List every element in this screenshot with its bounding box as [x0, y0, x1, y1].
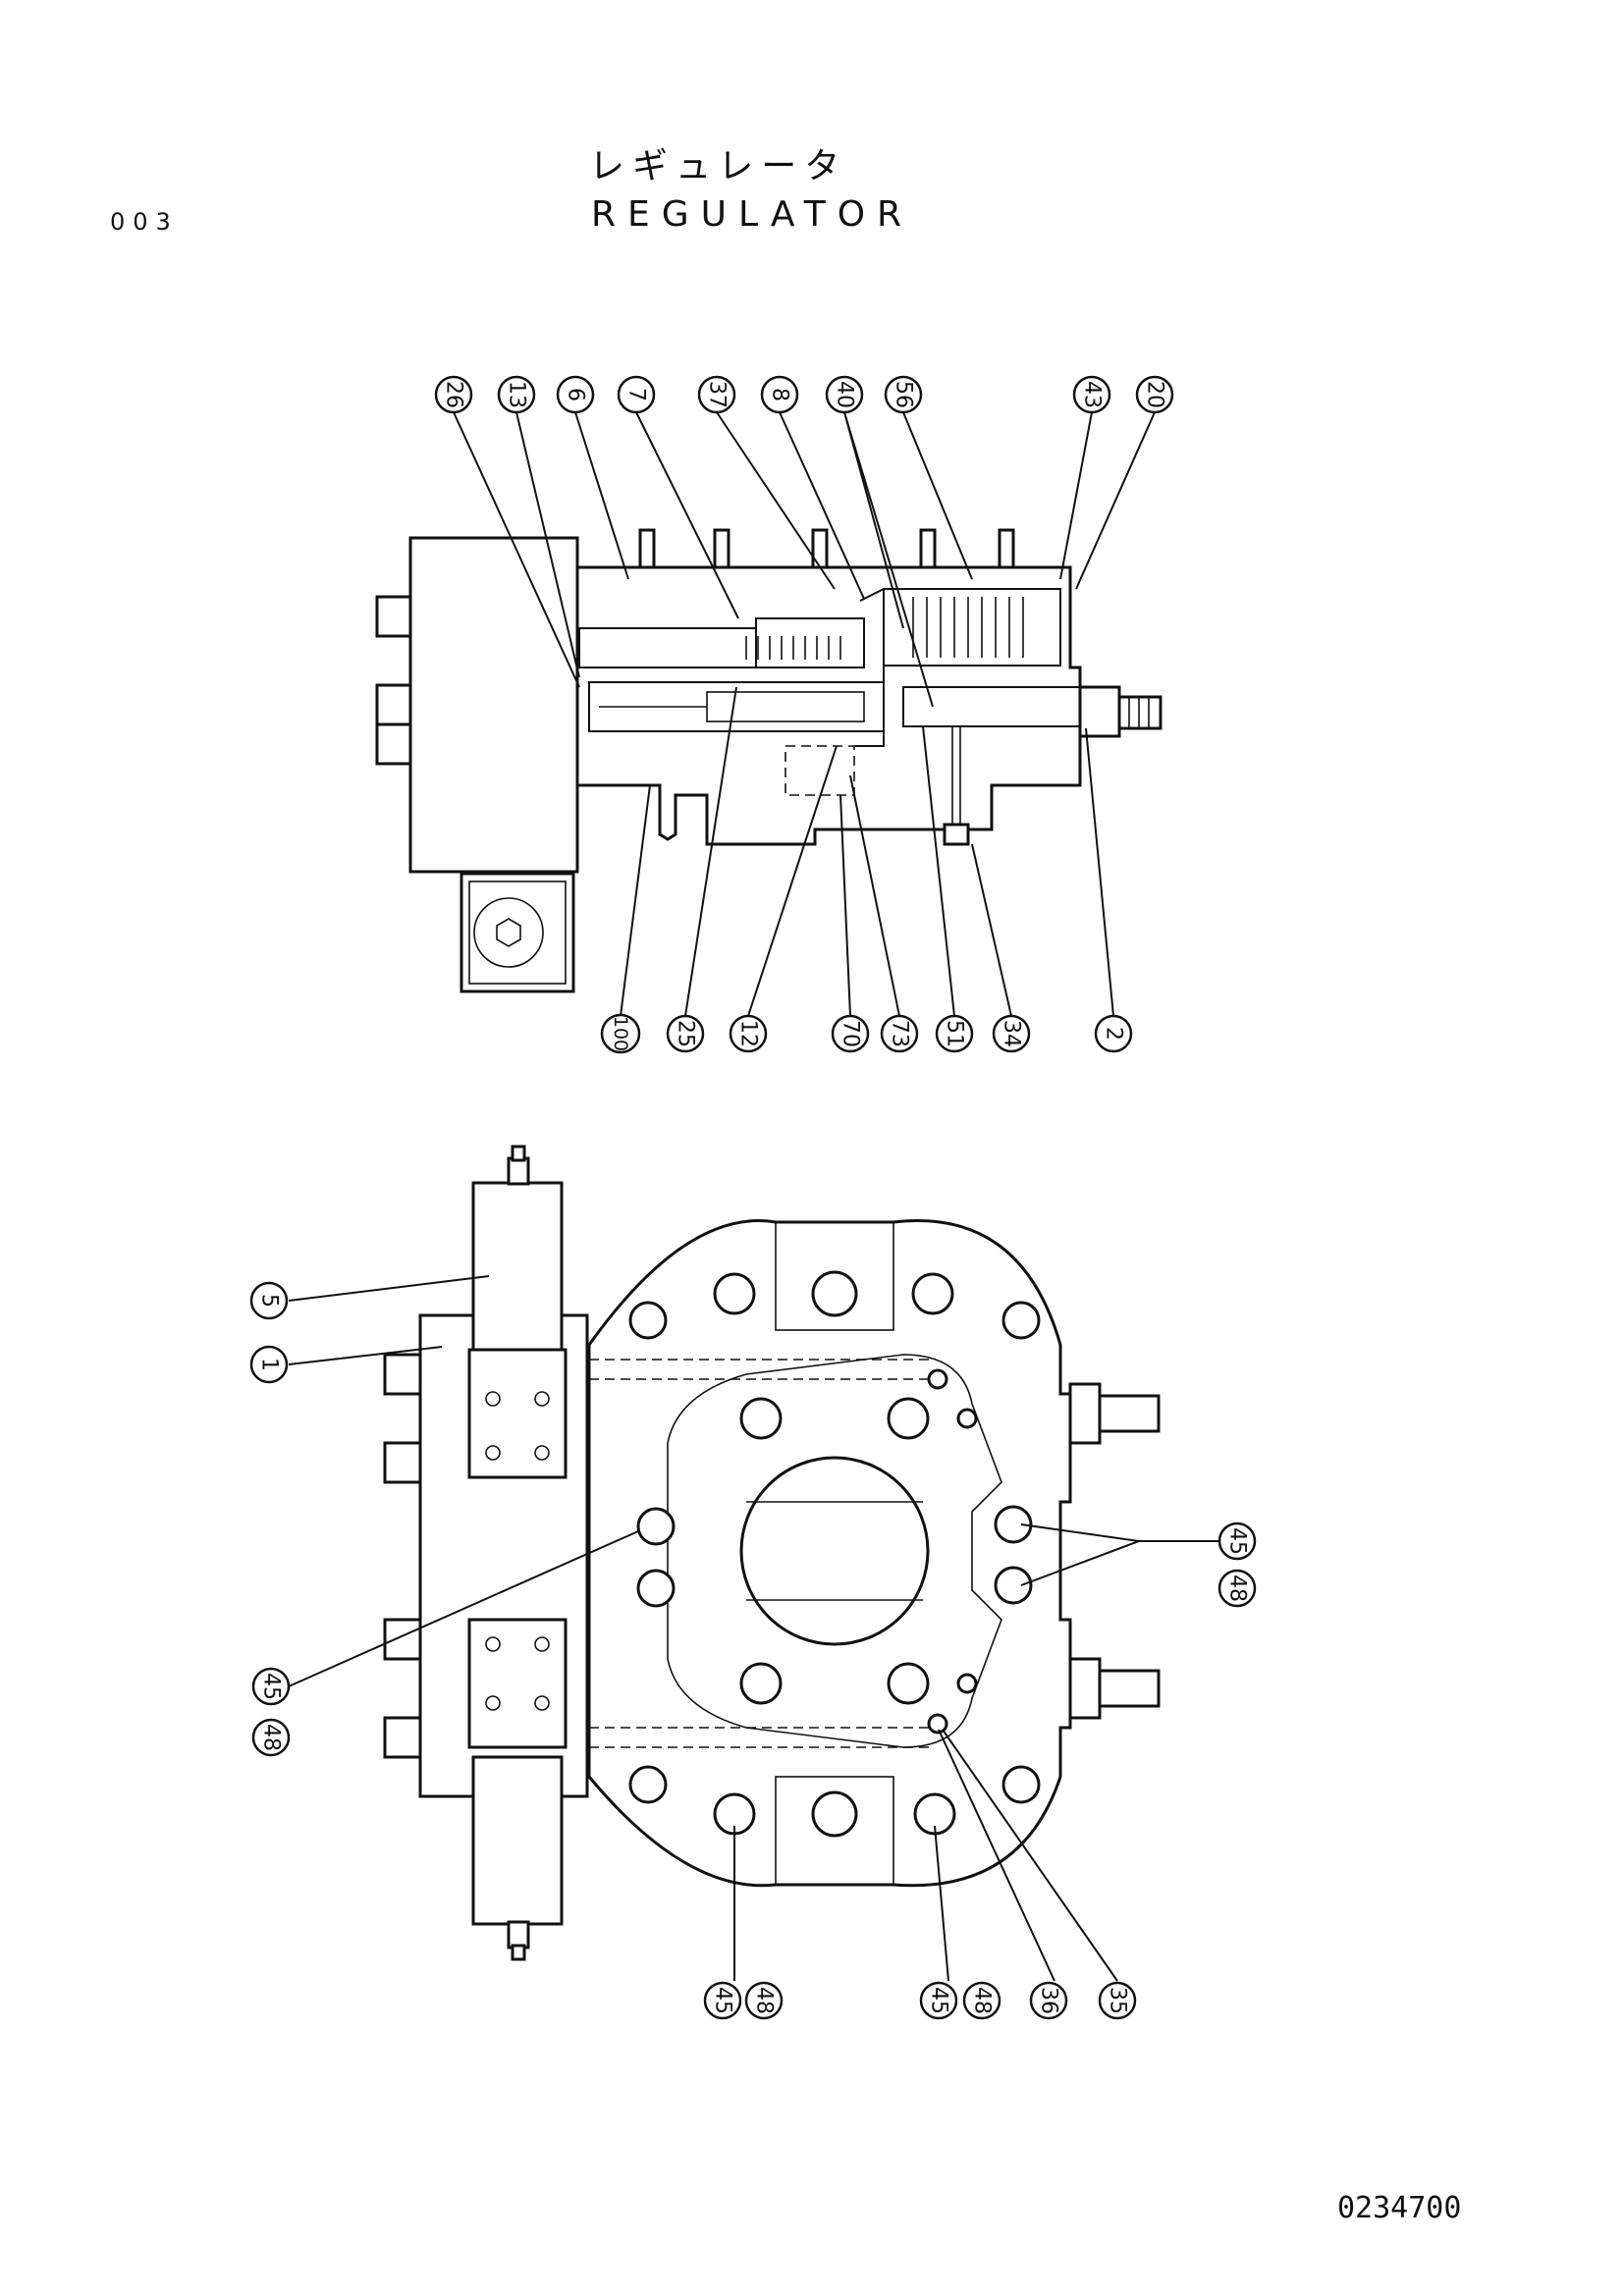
callout-36: 36 — [1029, 1981, 1068, 2020]
svg-text:8: 8 — [768, 388, 792, 401]
callout-bottom-45b: 45 — [919, 1981, 958, 2020]
lower-housing — [460, 872, 575, 993]
solenoid-block — [408, 536, 579, 874]
svg-text:34: 34 — [1000, 1020, 1024, 1047]
svg-text:40: 40 — [833, 381, 857, 408]
title-english: REGULATOR — [591, 194, 914, 235]
svg-text:5: 5 — [257, 1294, 282, 1308]
callout-bottom-48b: 48 — [962, 1981, 1001, 2020]
svg-text:48: 48 — [1225, 1575, 1250, 1602]
section-view — [375, 528, 1163, 993]
svg-text:48: 48 — [970, 1987, 995, 2014]
callout-left-48: 48 — [251, 1718, 291, 1757]
callout-37: 37 — [697, 375, 736, 414]
svg-text:13: 13 — [505, 381, 529, 408]
svg-text:51: 51 — [943, 1020, 967, 1047]
svg-text:45: 45 — [927, 1987, 951, 2014]
hub — [667, 1354, 1002, 1748]
plan-callouts: 5 1 45 48 45 48 45 48 45 48 36 35 — [249, 1281, 1257, 2020]
callout-8: 8 — [760, 375, 799, 414]
svg-text:70: 70 — [839, 1020, 863, 1047]
svg-text:25: 25 — [674, 1020, 698, 1047]
callout-right-45: 45 — [1217, 1522, 1257, 1561]
callout-40: 40 — [825, 375, 864, 414]
callout-26: 26 — [434, 375, 473, 414]
section-leaders — [453, 411, 1156, 1017]
page-number: 003 — [110, 208, 179, 236]
callout-bottom-45a: 45 — [703, 1981, 742, 2020]
svg-text:43: 43 — [1080, 381, 1105, 408]
callout-56: 56 — [884, 375, 923, 414]
callout-right-48: 48 — [1217, 1569, 1257, 1608]
callout-43: 43 — [1072, 375, 1111, 414]
callout-100: 100 — [600, 1013, 641, 1054]
callout-20: 20 — [1135, 375, 1174, 414]
solenoid-upper — [471, 1181, 564, 1352]
svg-text:48: 48 — [259, 1724, 284, 1751]
callout-5: 5 — [249, 1281, 289, 1320]
callout-left-45: 45 — [251, 1667, 291, 1706]
document-id: 0234700 — [1337, 2191, 1462, 2225]
center-bore — [739, 1456, 930, 1646]
callout-34: 34 — [992, 1014, 1031, 1053]
svg-text:45: 45 — [711, 1987, 735, 2014]
callout-12: 12 — [729, 1014, 768, 1053]
svg-text:37: 37 — [705, 381, 730, 408]
hex-nut — [496, 918, 521, 947]
svg-text:100: 100 — [610, 1016, 631, 1051]
svg-text:45: 45 — [259, 1673, 284, 1700]
callout-6: 6 — [556, 375, 595, 414]
callout-70: 70 — [831, 1014, 870, 1053]
svg-text:48: 48 — [752, 1987, 777, 2014]
svg-text:26: 26 — [442, 381, 466, 408]
svg-text:1: 1 — [257, 1358, 282, 1371]
svg-text:6: 6 — [564, 388, 588, 401]
svg-text:2: 2 — [1102, 1027, 1126, 1041]
callout-13: 13 — [497, 375, 536, 414]
solenoid-lower — [471, 1755, 564, 1926]
cover-plate-lower — [467, 1618, 568, 1749]
svg-text:45: 45 — [1225, 1527, 1250, 1555]
svg-text:73: 73 — [888, 1020, 912, 1047]
title-japanese: レギュレータ — [589, 146, 848, 187]
svg-text:20: 20 — [1143, 381, 1167, 408]
callout-2: 2 — [1094, 1014, 1133, 1053]
section-callouts-bottom: 100 25 12 70 73 51 34 2 — [600, 1013, 1133, 1054]
plan-leaders — [288, 1275, 1225, 1982]
section-callouts-top: 26 13 6 7 37 8 40 56 43 20 — [434, 375, 1174, 414]
svg-text:7: 7 — [624, 388, 649, 401]
callout-35: 35 — [1098, 1981, 1137, 2020]
callout-7: 7 — [617, 375, 656, 414]
svg-text:12: 12 — [736, 1020, 761, 1047]
callout-73: 73 — [880, 1014, 919, 1053]
bolts — [628, 1270, 1041, 1838]
callout-bottom-48a: 48 — [744, 1981, 784, 2020]
svg-text:36: 36 — [1037, 1987, 1061, 2014]
cover-plate-upper — [467, 1348, 568, 1479]
svg-text:35: 35 — [1106, 1987, 1130, 2014]
plan-view — [383, 1145, 1161, 1961]
callout-1: 1 — [249, 1345, 289, 1384]
callout-25: 25 — [666, 1014, 705, 1053]
svg-text:56: 56 — [892, 381, 916, 408]
callout-51: 51 — [935, 1014, 974, 1053]
